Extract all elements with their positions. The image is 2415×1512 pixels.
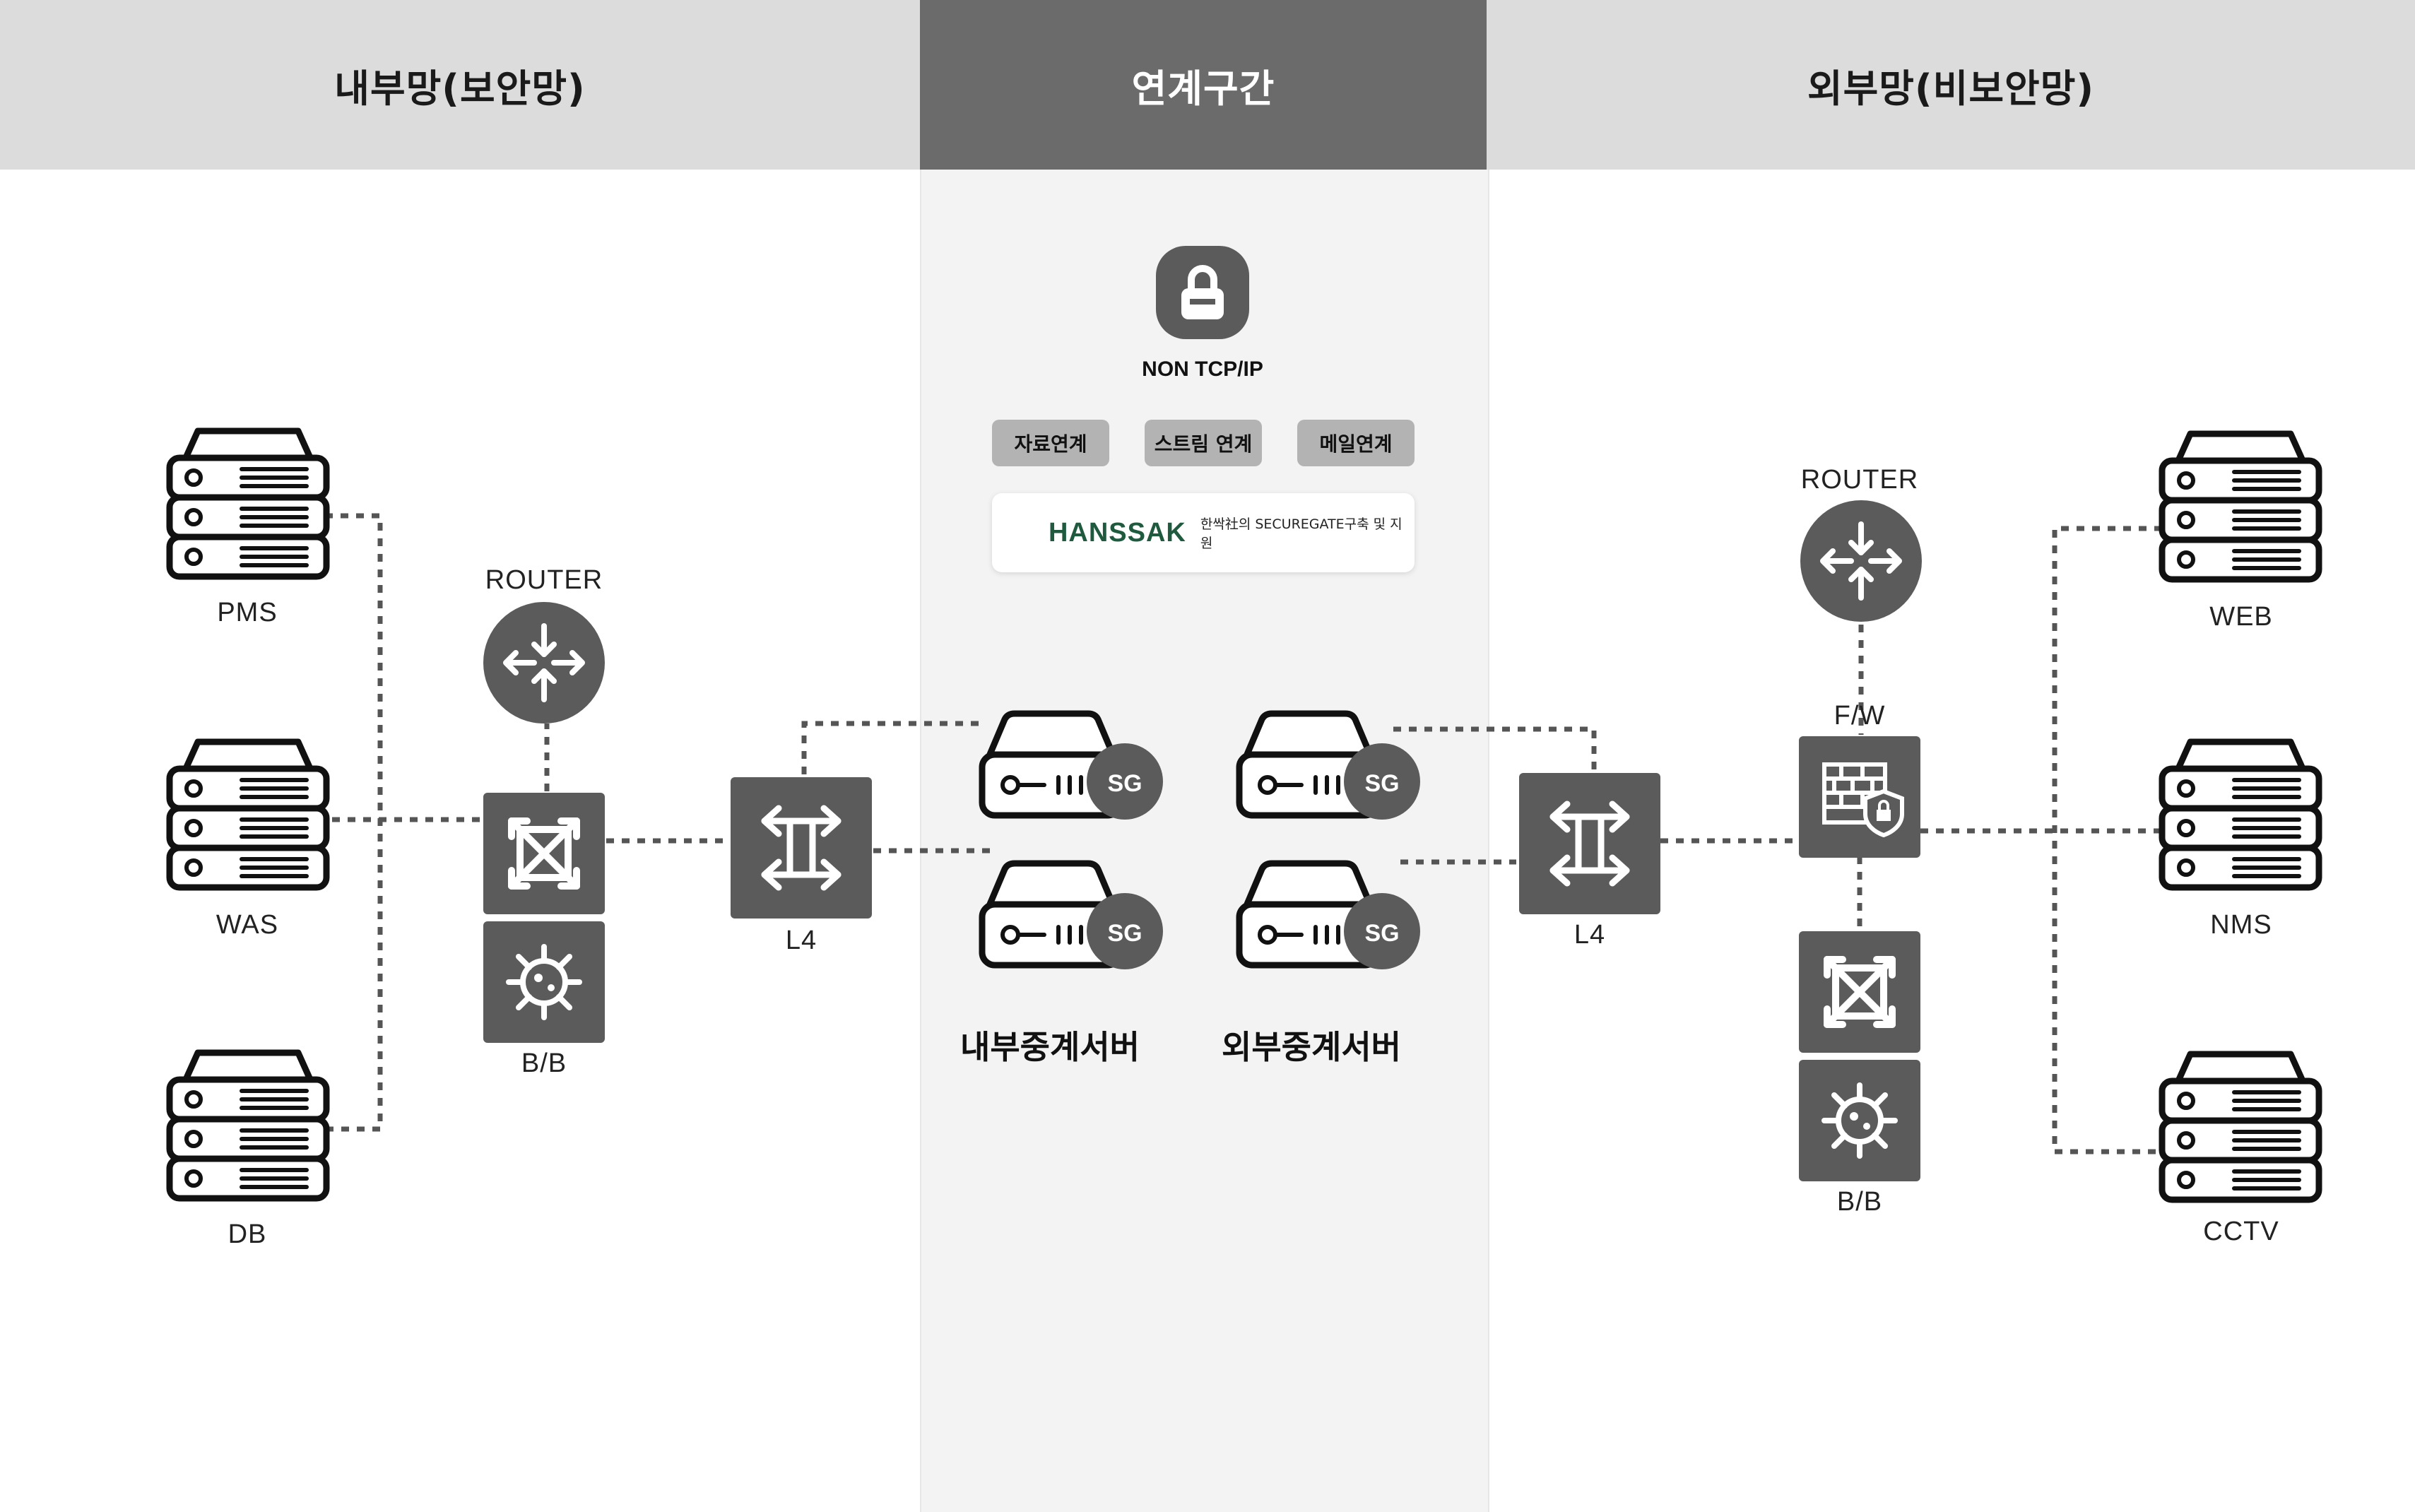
server-web-icon	[2162, 434, 2319, 579]
router-external-icon	[1800, 500, 1922, 622]
label-internal-relay: 내부중계서버	[960, 1028, 1140, 1066]
connection-lines	[325, 513, 2162, 1154]
label-db: DB	[228, 1219, 267, 1249]
label-was: WAS	[215, 910, 279, 940]
firewall-icon	[1799, 736, 1920, 858]
zone-internal-header: 내부망(보안망)	[0, 0, 920, 170]
zone-external-header: 외부망(비보안망)	[1487, 0, 2415, 170]
vendor-brand: HANSSAK	[1048, 517, 1186, 548]
label-cctv: CCTV	[2203, 1217, 2279, 1246]
label-bb-external: B/B	[1836, 1187, 1883, 1217]
relay-external-1-icon	[1239, 714, 1420, 820]
l4-external-icon	[1519, 773, 1660, 914]
vendor-logo-box: HANSSAK 한싹社의 SECUREGATE구축 및 지원	[992, 493, 1415, 572]
label-l4-internal: L4	[785, 926, 817, 955]
server-nms-icon	[2162, 742, 2319, 887]
label-pms: PMS	[217, 598, 278, 627]
label-external-relay: 외부중계서버	[1222, 1028, 1401, 1066]
sg-badge-1: SG	[1107, 770, 1142, 797]
label-bb-internal: B/B	[521, 1049, 567, 1078]
server-was-icon	[170, 742, 326, 887]
label-router-internal: ROUTER	[485, 565, 603, 595]
backbone-external-icon	[1799, 1060, 1920, 1181]
relay-internal-1-icon	[982, 714, 1163, 820]
vendor-description: 한싹社의 SECUREGATE구축 및 지원	[1200, 516, 1403, 551]
label-web: WEB	[2209, 602, 2273, 632]
sg-badge-2: SG	[1107, 920, 1142, 947]
label-nms: NMS	[2210, 910, 2272, 940]
label-l4-external: L4	[1573, 920, 1606, 950]
link-zone-band	[920, 170, 1489, 1512]
router-internal-icon	[483, 602, 605, 723]
switch-external-icon	[1799, 931, 1920, 1053]
relay-internal-2-icon	[982, 863, 1163, 969]
chip-mail-link: 메일연계	[1297, 420, 1415, 466]
chip-data-link: 자료연계	[992, 420, 1109, 466]
sg-badge-4: SG	[1364, 920, 1399, 947]
sg-badge-3: SG	[1364, 770, 1399, 797]
server-cctv-icon	[2162, 1054, 2319, 1200]
l4-internal-icon	[731, 777, 872, 919]
chip-stream-link: 스트림 연계	[1145, 420, 1262, 466]
backbone-internal-icon	[483, 921, 605, 1043]
server-db-icon	[170, 1053, 326, 1198]
relay-external-2-icon	[1239, 863, 1420, 969]
lock-icon	[1156, 246, 1249, 339]
switch-internal-icon	[483, 793, 605, 914]
zone-link-header: 연계구간	[920, 0, 1487, 170]
label-router-external: ROUTER	[1800, 465, 1919, 495]
label-firewall: F/W	[1834, 701, 1886, 731]
protocol-label: NON TCP/IP	[1142, 358, 1263, 381]
server-pms-icon	[170, 431, 326, 577]
